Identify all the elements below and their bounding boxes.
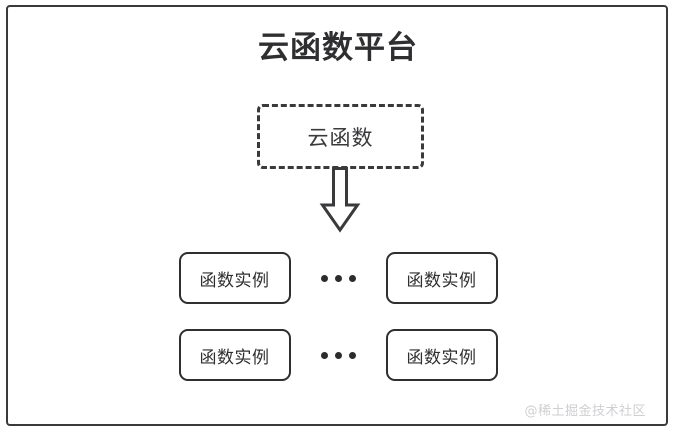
ellipsis-dot-icon	[320, 351, 328, 359]
cloud-function-label: 云函数	[307, 125, 374, 150]
page-title: 云函数平台	[258, 30, 418, 66]
function-instance-label: 函数实例	[406, 270, 477, 291]
instance-row: 函数实例 函数实例	[0, 329, 676, 381]
ellipsis-dot-icon	[348, 274, 356, 282]
ellipsis-dot-icon	[348, 351, 356, 359]
function-instance-box: 函数实例	[178, 329, 291, 381]
instance-row: 函数实例 函数实例	[0, 252, 676, 304]
ellipsis-dot-icon	[334, 351, 342, 359]
ellipsis-indicator	[291, 252, 386, 304]
cloud-function-node: 云函数	[257, 104, 424, 169]
function-instance-box: 函数实例	[178, 252, 291, 304]
watermark-text: @稀土掘金技术社区	[524, 404, 646, 419]
function-instance-label: 函数实例	[406, 347, 477, 368]
ellipsis-dot-icon	[334, 274, 342, 282]
function-instance-box: 函数实例	[385, 329, 498, 381]
function-instance-box: 函数实例	[385, 252, 498, 304]
ellipsis-indicator	[291, 329, 386, 381]
down-block-arrow-icon	[316, 167, 364, 233]
ellipsis-dot-icon	[320, 274, 328, 282]
function-instance-label: 函数实例	[199, 347, 270, 368]
function-instance-label: 函数实例	[199, 270, 270, 291]
